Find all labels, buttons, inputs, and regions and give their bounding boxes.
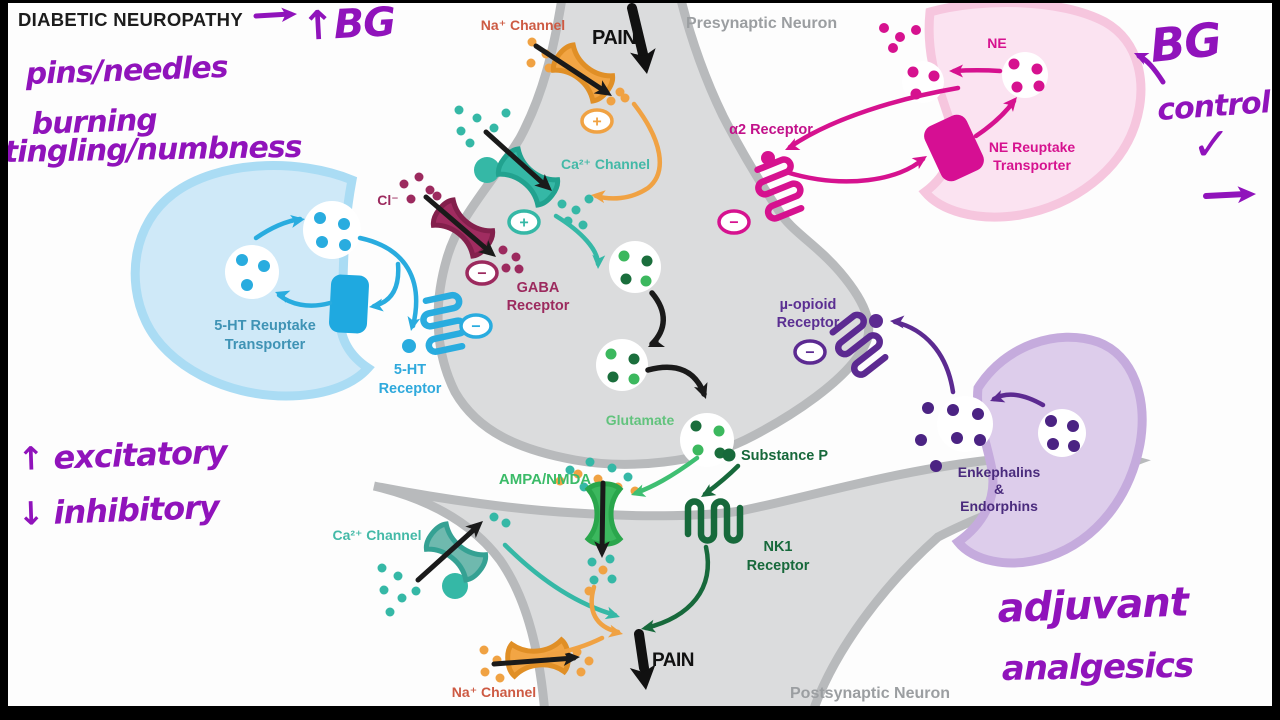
glutamate-vesicle-3 <box>680 413 734 467</box>
minus-badge-gaba: − <box>465 260 499 286</box>
convergence-arrows <box>502 542 710 658</box>
serotonin-ligand-dot <box>402 339 416 353</box>
calcium-channel-top-label: Ca²⁺ Channel <box>561 156 650 172</box>
serotonin-receptor-label: 5-HT Receptor <box>379 362 442 397</box>
svg-text:NK1: NK1 <box>763 539 792 555</box>
calcium-ion-dots-bottom <box>377 512 511 617</box>
handwritten-adjuvant: adjuvant <box>997 579 1192 632</box>
handwritten-checkmark: ✓ <box>1192 117 1230 171</box>
svg-text:Transporter: Transporter <box>225 337 306 353</box>
glutamate-label: Glutamate <box>606 412 675 428</box>
handwritten-bg-control-arrow <box>1131 47 1166 85</box>
nk1-receptor-label: NK1 Receptor <box>747 539 810 574</box>
svg-text:5-HT Reuptake: 5-HT Reuptake <box>214 318 316 334</box>
norepinephrine-arrows <box>782 64 1022 184</box>
minus-badge-mu-opioid: − <box>793 339 827 365</box>
svg-text:+: + <box>519 215 528 232</box>
svg-text:&: & <box>994 481 1004 497</box>
ne-transporter-label: NE Reuptake Transporter <box>989 139 1076 173</box>
depolarization-arrow <box>590 101 662 204</box>
ne-label: NE <box>987 35 1006 51</box>
calcium-channel-bottom-label: Ca²⁺ Channel <box>332 527 421 543</box>
norepinephrine-loose-dots <box>879 23 921 53</box>
handwritten-excitatory: ↑ excitatory <box>17 433 229 478</box>
page-title: DIABETIC NEUROPATHY <box>18 9 243 30</box>
plus-badge-sodium: + <box>580 108 614 134</box>
serotonin-vesicle-1 <box>225 245 279 299</box>
handwritten-bg-increase: ↑BG <box>300 0 396 50</box>
svg-text:Receptor: Receptor <box>379 381 442 397</box>
substance-p-arrow <box>697 463 741 503</box>
serotonin-reuptake-transporter-icon <box>329 274 369 334</box>
serotonin-transporter-label: 5-HT Reuptake Transporter <box>214 318 316 353</box>
svg-text:−: − <box>805 345 814 362</box>
presynaptic-label: Presynaptic Neuron <box>686 15 837 32</box>
handwritten-inhibitory: ↓ inhibitory <box>17 488 222 533</box>
minus-badge-alpha2: − <box>717 209 751 235</box>
pain-arrow-bottom <box>629 629 659 692</box>
svg-text:GABA: GABA <box>517 280 560 296</box>
svg-text:Transporter: Transporter <box>993 157 1071 173</box>
svg-text:Enkephalins: Enkephalins <box>958 464 1041 480</box>
svg-text:+: + <box>592 114 601 131</box>
plus-badge-calcium: + <box>507 209 541 235</box>
svg-text:Receptor: Receptor <box>777 315 840 331</box>
chloride-ion-dots <box>399 172 524 274</box>
calcium-cascade-arrow <box>553 213 606 270</box>
postsynaptic-label: Postsynaptic Neuron <box>790 685 950 702</box>
handwritten-bg-control-1: BG <box>1148 12 1224 73</box>
sodium-channel-bottom-label: Na⁺ Channel <box>452 684 536 700</box>
opioid-arrows <box>889 314 1046 408</box>
ion-flow-arrows <box>415 43 617 667</box>
glutamate-vesicle-1 <box>609 241 661 293</box>
opioid-ligand-dot <box>869 314 883 328</box>
endorphin-loose-dots <box>915 402 942 472</box>
endorphin-vesicle-1 <box>937 396 993 452</box>
svg-text:NE Reuptake: NE Reuptake <box>989 139 1076 155</box>
svg-text:Receptor: Receptor <box>507 298 570 314</box>
norepinephrine-ligand-dot <box>761 151 775 165</box>
substance-p-dot <box>722 448 736 462</box>
alpha2-receptor-label: α2 Receptor <box>729 122 813 138</box>
calcium-ion-dots-top <box>454 105 594 230</box>
mu-opioid-label: µ-opioid Receptor <box>777 297 840 331</box>
glutamate-release-arrow <box>628 455 700 502</box>
handwritten-symptom-3: tingling/numbness <box>4 130 302 170</box>
svg-text:µ-opioid: µ-opioid <box>780 297 837 313</box>
handwritten-right-arrow <box>1203 185 1257 204</box>
substance-p-label: Substance P <box>741 448 828 464</box>
pain-arrow-top <box>627 3 660 77</box>
handwritten-symptom-1: pins/needles <box>24 50 228 92</box>
svg-text:−: − <box>477 266 486 283</box>
handwritten-analgesics: analgesics <box>1001 646 1194 689</box>
ne-reuptake-transporter-icon <box>924 114 984 182</box>
calcium-channel-bottom-subunit <box>442 573 468 599</box>
endorphin-vesicle-2 <box>1038 409 1086 457</box>
vesicle-flow-arrows <box>644 290 713 402</box>
pain-label-bottom: PAIN <box>652 650 694 671</box>
minus-badge-serotonin: − <box>459 313 493 339</box>
ampa-nmda-label: AMPA/NMDA <box>499 471 591 488</box>
svg-text:Receptor: Receptor <box>747 558 810 574</box>
handwritten-bg-arrow <box>253 6 298 22</box>
serotonin-vesicle-2 <box>303 201 361 259</box>
serotonin-arrows <box>253 212 421 333</box>
norepinephrine-vesicle-2 <box>1002 52 1048 98</box>
svg-text:−: − <box>729 215 738 232</box>
handwritten-symptom-2: burning <box>31 103 158 142</box>
svg-text:5-HT: 5-HT <box>394 362 426 378</box>
enkephalins-label: Enkephalins & Endorphins <box>958 464 1041 514</box>
svg-text:Endorphins: Endorphins <box>960 498 1038 514</box>
sodium-channel-top-label: Na⁺ Channel <box>481 17 565 33</box>
glutamate-vesicle-2 <box>596 339 648 391</box>
svg-text:−: − <box>471 319 480 336</box>
calcium-channel-top-subunit <box>474 157 500 183</box>
handwritten-bg-control-2: control <box>1156 85 1273 128</box>
pain-label-top: PAIN <box>592 27 636 49</box>
chloride-label: Cl⁻ <box>377 192 398 208</box>
gaba-receptor-label: GABA Receptor <box>507 280 570 314</box>
